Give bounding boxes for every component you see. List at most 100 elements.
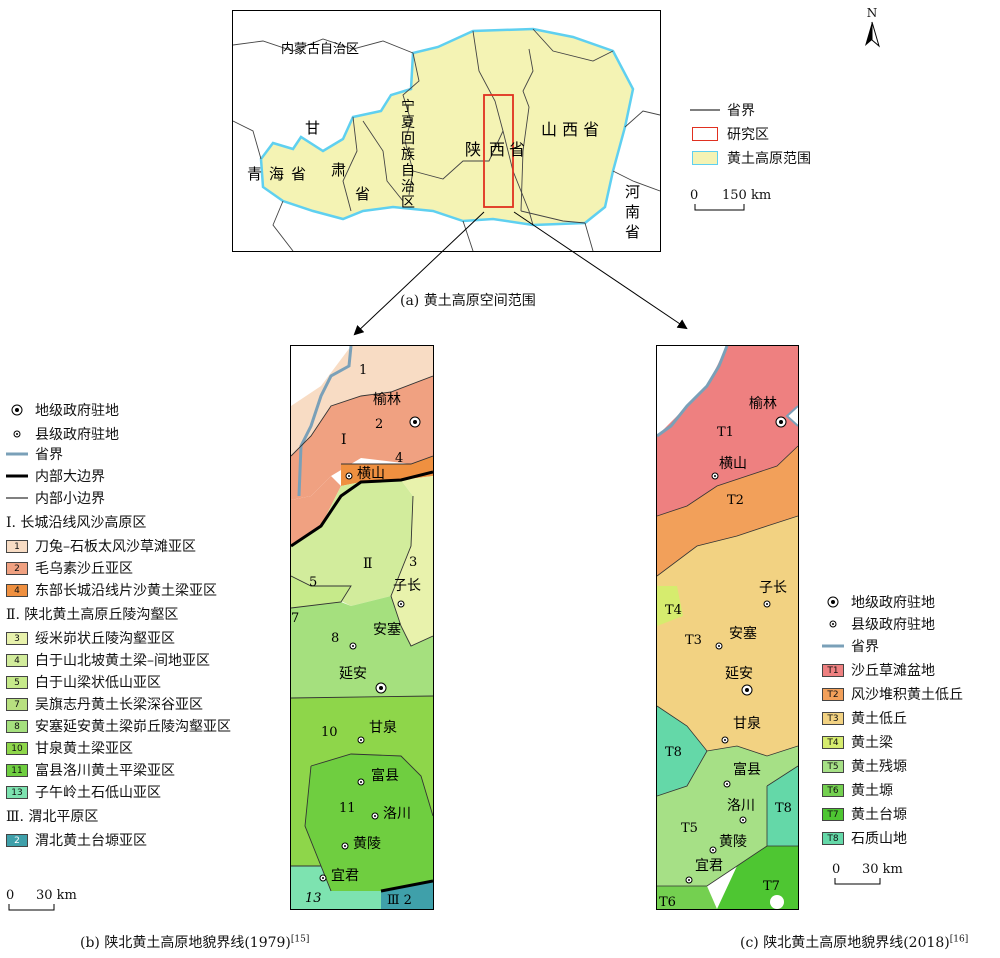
svg-text:T2: T2	[727, 493, 744, 508]
map-c-zone-labels: T1 T2 T3 T4 T8 T8 T5 T7 T6	[659, 425, 792, 909]
map-c: 榆林 横山 子长 安塞 延安 甘泉 富县 洛川 黄陵 宜君 T1 T2 T3 T…	[656, 345, 799, 910]
svg-text:Ⅲ 2: Ⅲ 2	[387, 893, 412, 908]
svg-text:河: 河	[625, 183, 640, 201]
north-label: N	[866, 6, 878, 20]
overview-map-svg: 内蒙古自治区 甘 肃 省 青 海 省 宁 夏 回 族 自 治 区 陕 西 省 山…	[233, 27, 660, 251]
svg-text:南: 南	[625, 203, 640, 221]
svg-text:自: 自	[401, 163, 415, 179]
label-shaanxi-1: 陕	[465, 140, 481, 159]
group-1: Ⅰ. 长城沿线风沙高原区	[6, 515, 147, 531]
province-boundaries	[233, 28, 660, 251]
scale-b: 0 30 km	[6, 888, 106, 914]
overview-scale: 0 150 km	[690, 188, 810, 214]
caption-a: (a) 黄土高原空间范围	[400, 293, 536, 309]
svg-text:宁: 宁	[401, 98, 415, 115]
group-2: Ⅱ. 陕北黄土高原丘陵沟壑区	[6, 607, 179, 623]
svg-text:宜君: 宜君	[331, 868, 359, 884]
legend-boundary: 省界	[727, 103, 755, 119]
label-gansu-2: 肃	[331, 161, 346, 179]
connector-arrows	[353, 211, 688, 336]
svg-text:Ⅱ: Ⅱ	[363, 556, 373, 572]
legend-b: 地级政府驻地 县级政府驻地 省界 内部大边界 内部小边界 Ⅰ. 长城沿线风沙高原…	[6, 400, 290, 911]
minor-boundary-icon	[6, 496, 28, 500]
map-b-zone-labels: 1 2 Ⅰ 4 Ⅱ 3 5 7 8 10 11 13 Ⅲ 2	[291, 363, 417, 908]
svg-text:T6: T6	[659, 895, 676, 909]
svg-text:2: 2	[375, 417, 383, 432]
svg-text:榆林: 榆林	[373, 392, 401, 408]
svg-text:延安: 延安	[725, 666, 753, 682]
label-qinghai-3: 省	[291, 165, 306, 183]
svg-text:甘泉: 甘泉	[733, 715, 761, 732]
pref-seat-icon	[6, 403, 28, 417]
label-nmg: 内蒙古自治区	[281, 41, 359, 57]
svg-text:T4: T4	[665, 603, 682, 618]
svg-text:11: 11	[339, 801, 356, 816]
svg-text:子长: 子长	[759, 580, 787, 596]
svg-text:洛川: 洛川	[727, 798, 755, 814]
pref-seat-icon	[409, 416, 421, 428]
svg-text:治: 治	[401, 179, 415, 195]
svg-text:富县: 富县	[371, 767, 399, 784]
svg-text:富县: 富县	[733, 761, 761, 778]
svg-text:安塞: 安塞	[373, 621, 401, 638]
label-shanxi: 山 西 省	[541, 120, 599, 139]
caption-b: (b) 陕北黄土高原地貌界线(1979)[15]	[80, 934, 310, 951]
svg-text:横山: 横山	[719, 456, 747, 472]
north-arrow-icon	[865, 21, 880, 48]
overview-map: 内蒙古自治区 甘 肃 省 青 海 省 宁 夏 回 族 自 治 区 陕 西 省 山…	[232, 10, 661, 252]
label-gansu-1: 甘	[305, 119, 320, 137]
study-area-icon	[690, 127, 720, 141]
svg-text:1: 1	[359, 363, 367, 378]
svg-text:T8: T8	[665, 745, 682, 760]
svg-text:甘泉: 甘泉	[369, 719, 397, 736]
legend-study-area: 研究区	[727, 127, 769, 143]
prov-boundary-icon	[6, 452, 28, 456]
svg-text:3: 3	[409, 555, 417, 570]
svg-text:T7: T7	[763, 879, 780, 894]
svg-text:族: 族	[401, 147, 415, 163]
svg-text:洛川: 洛川	[383, 806, 411, 822]
label-gansu-3: 省	[355, 185, 370, 203]
svg-text:7: 7	[291, 611, 299, 626]
svg-text:省: 省	[625, 223, 640, 241]
group-3: Ⅲ. 渭北平原区	[6, 809, 99, 825]
map-b-cities: 榆林 横山 子长 安塞 延安 甘泉 富县 洛川 黄陵 宜君	[319, 392, 421, 884]
svg-text:延安: 延安	[339, 666, 367, 682]
scale-c: 0 30 km	[832, 862, 932, 888]
loess-plateau-extent	[259, 27, 635, 227]
label-shaanxi-2: 西	[489, 140, 505, 159]
svg-text:T1: T1	[717, 425, 734, 440]
map-c-svg: 榆林 横山 子长 安塞 延安 甘泉 富县 洛川 黄陵 宜君 T1 T2 T3 T…	[657, 346, 798, 909]
svg-text:8: 8	[331, 631, 339, 646]
pref-seat-icon	[775, 416, 787, 428]
svg-text:夏: 夏	[401, 115, 415, 131]
county-seat-icon	[6, 429, 28, 439]
county-seat-icon	[822, 619, 844, 629]
pref-seat-icon	[822, 595, 844, 609]
pref-seat-icon	[741, 684, 753, 696]
map-c-cities: 榆林 横山 子长 安塞 延安 甘泉 富县 洛川 黄陵 宜君	[685, 396, 787, 884]
svg-text:横山: 横山	[357, 466, 385, 482]
legend-plateau: 黄土高原范围	[727, 151, 811, 167]
label-qinghai-2: 海	[269, 165, 284, 183]
major-boundary-icon	[6, 474, 28, 478]
north-arrow: N	[860, 6, 884, 50]
svg-text:黄陵: 黄陵	[719, 833, 747, 850]
label-qinghai-1: 青	[247, 165, 262, 183]
svg-text:T3: T3	[685, 633, 702, 648]
